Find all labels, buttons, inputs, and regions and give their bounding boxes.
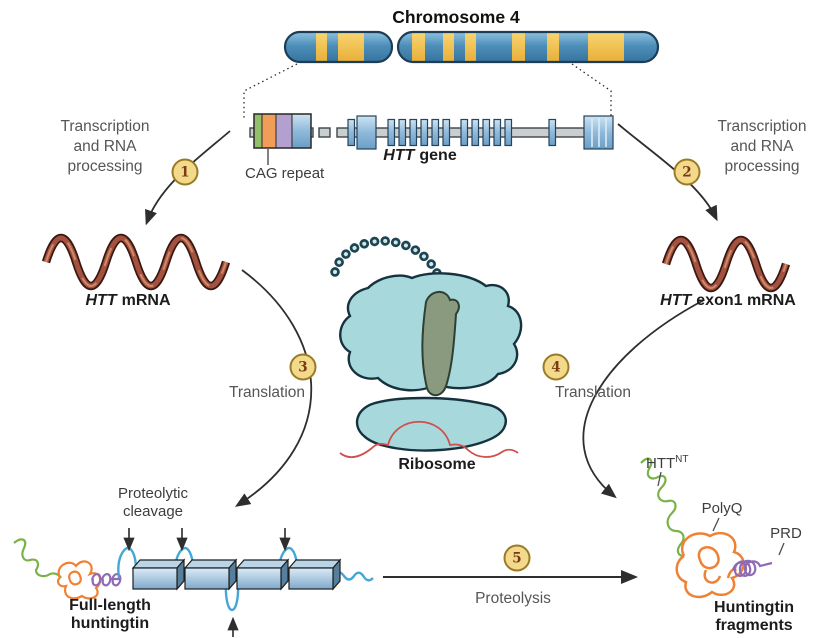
fragment-n-terminal (640, 457, 685, 558)
transcription-left-line3: processing (68, 158, 143, 175)
cag-lavender-segment (275, 113, 293, 149)
ribosome-label: Ribosome (398, 456, 475, 473)
full-length-huntingtin-line2: huntingtin (71, 615, 149, 632)
prd-label: PRD (770, 525, 802, 542)
ribosome: Ribosome (330, 236, 523, 473)
exon (493, 118, 502, 147)
fragment-prd-coil (731, 559, 773, 577)
heat-repeat-box (131, 558, 186, 591)
translation-arc-right (582, 299, 705, 499)
htt-mrna-left (41, 234, 231, 290)
svg-text:5: 5 (512, 551, 521, 567)
proteolytic-cleavage-line2: cleavage (123, 503, 183, 520)
svg-text:3: 3 (298, 360, 307, 376)
transcription-left-line2: and RNA (74, 138, 138, 155)
prd-coil (90, 573, 122, 587)
exon1-blue-segment (291, 113, 312, 149)
full-length-huntingtin: Proteolytic cleavage Full-length hunting… (13, 485, 374, 637)
exon (548, 118, 557, 147)
transcription-right-line2: and RNA (731, 138, 795, 155)
huntingtin-fragments: HTTNT PolyQ PRD Huntingtin fragments (640, 454, 802, 634)
heat-repeat-box (235, 558, 290, 591)
exon (431, 118, 440, 147)
transcription-label-left: Transcription and RNA processing (60, 118, 149, 175)
huntingtin-fragments-line1: Huntingtin (714, 599, 794, 616)
svg-text:4: 4 (551, 360, 560, 376)
exon (356, 115, 377, 150)
polyq-label: PolyQ (702, 500, 743, 517)
step-badge-5: 5 (503, 544, 531, 572)
transcription-left-line1: Transcription (60, 118, 149, 135)
exon (398, 118, 407, 147)
heat-repeat-box (287, 558, 342, 591)
translation-label-left: Translation (229, 384, 305, 401)
step-badge-2: 2 (673, 158, 701, 186)
svg-text:1: 1 (180, 165, 189, 181)
svg-text:2: 2 (682, 165, 691, 181)
cag-green-segment (253, 113, 263, 149)
n-terminal-squiggle (13, 538, 62, 579)
chromosome-ideogram (283, 30, 660, 64)
httnt-label: HTTNT (646, 454, 689, 472)
polyq-pointer-line (712, 517, 720, 532)
exon (387, 118, 396, 147)
exon1-cag-region (253, 113, 312, 149)
transcription-right-line3: processing (725, 158, 800, 175)
step-badge-3: 3 (289, 353, 317, 381)
htt-exon1-mrna-right (661, 236, 791, 292)
step-badge-4: 4 (542, 353, 570, 381)
exon (347, 118, 356, 147)
proteolytic-cleavage-line1: Proteolytic (118, 485, 189, 502)
chromosome-right-arm-bands (412, 32, 624, 62)
transcription-right-line1: Transcription (717, 118, 806, 135)
httnt-pointer-line (657, 471, 662, 487)
transcription-arrow-right (617, 123, 718, 222)
mrna-strand (339, 421, 519, 458)
full-length-huntingtin-line1: Full-length (69, 597, 151, 614)
polyq-tangle (56, 560, 102, 600)
heat-repeat-box (183, 558, 238, 591)
exon (482, 118, 491, 147)
huntingtin-fragments-line2: fragments (715, 617, 792, 634)
step-badge-1: 1 (171, 158, 199, 186)
prd-pointer-line (778, 542, 785, 556)
exon (471, 118, 480, 147)
translation-arc-left (234, 269, 313, 507)
gene-exons (347, 115, 614, 150)
chromosome-left-arm-bands (316, 32, 364, 62)
exon (504, 118, 513, 147)
proteolysis-label: Proteolysis (475, 590, 551, 607)
exon (442, 118, 451, 147)
fragment-polyq-tangle (675, 531, 745, 599)
chromosome-title: Chromosome 4 (392, 7, 520, 27)
cag-orange-segment (261, 113, 277, 149)
exon (420, 118, 429, 147)
step-badges: 1 2 3 4 5 (171, 158, 701, 572)
transcription-label-right: Transcription and RNA processing (717, 118, 806, 175)
exon (460, 118, 469, 147)
heat-repeat-boxes (131, 558, 342, 591)
translation-label-right: Translation (555, 384, 631, 401)
exon (409, 118, 418, 147)
cag-repeat-label: CAG repeat (245, 165, 325, 182)
gene-backbone-gap-piece (318, 127, 331, 138)
trna (421, 291, 460, 397)
